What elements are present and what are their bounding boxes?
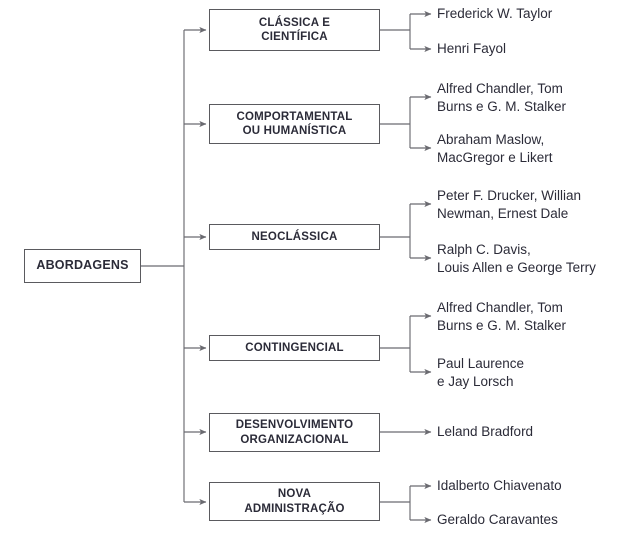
leaf-label-alfred-chandler-tom-burns-g-m-stalker-1: Alfred Chandler, Tom Burns e G. M. Stalk… [437,81,567,114]
leaf-label-geraldo-caravantes: Geraldo Caravantes [437,512,558,527]
branch-node-label: CLÁSSICA E CIENTÍFICA [258,16,331,43]
branch-node-classica-e-cientifica[interactable]: CLÁSSICA E CIENTÍFICA [209,9,380,51]
branch-node-label: CONTINGENCIAL [245,341,344,354]
branch-node-neoclassica[interactable]: NEOCLÁSSICA [209,224,380,250]
branch-node-nova-administracao[interactable]: NOVA ADMINISTRAÇÃO [209,482,380,521]
branch-node-label: COMPORTAMENTAL OU HUMANÍSTICA [236,110,353,137]
root-node-abordagens[interactable]: ABORDAGENS [24,249,141,283]
branch-node-label: DESENVOLVIMENTO ORGANIZACIONAL [235,419,354,446]
leaf-label-alfred-chandler-tom-burns-g-m-stalker-2: Alfred Chandler, Tom Burns e G. M. Stalk… [437,300,567,333]
leaf-label-peter-f-drucker-willian-newman-ernest-dale: Peter F. Drucker, Willian Newman, Ernest… [437,188,582,221]
root-node-label: ABORDAGENS [36,258,129,273]
leaf-label-abraham-maslow-macgregor-e-likert: Abraham Maslow, MacGregor e Likert [437,132,553,165]
leaf-label-paul-laurence-e-jay-lorsch: Paul Laurence e Jay Lorsch [437,356,525,389]
leaf-label-frederick-w-taylor: Frederick W. Taylor [437,6,553,21]
leaf-label-leland-bradford: Leland Bradford [437,424,534,439]
leaf-label-henri-fayol: Henri Fayol [437,41,507,56]
leaf-label-idalberto-chiavenato: Idalberto Chiavenato [437,478,562,493]
leaf-label-ralph-c-davis-louis-allen-e-george-terry: Ralph C. Davis, Louis Allen e George Ter… [437,242,596,275]
branch-node-label: NOVA ADMINISTRAÇÃO [244,488,345,515]
branch-node-label: NEOCLÁSSICA [251,230,338,243]
branch-node-comportamental-ou-humanistica[interactable]: COMPORTAMENTAL OU HUMANÍSTICA [209,104,380,144]
branch-node-contingencial[interactable]: CONTINGENCIAL [209,335,380,361]
branch-node-desenvolvimento-organizacional[interactable]: DESENVOLVIMENTO ORGANIZACIONAL [209,413,380,452]
